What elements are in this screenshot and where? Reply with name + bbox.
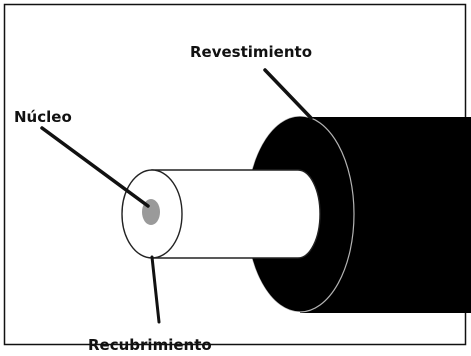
cladding-label: Recubrimiento — [88, 336, 212, 354]
core-leader-line — [40, 126, 150, 208]
core-label: Núcleo — [14, 108, 72, 126]
cladding-leader-line — [150, 255, 161, 324]
coating-label: Revestimiento — [190, 43, 312, 61]
coating-leader-line — [263, 68, 313, 120]
cladding-body — [151, 169, 321, 259]
coating-layer — [245, 115, 471, 313]
